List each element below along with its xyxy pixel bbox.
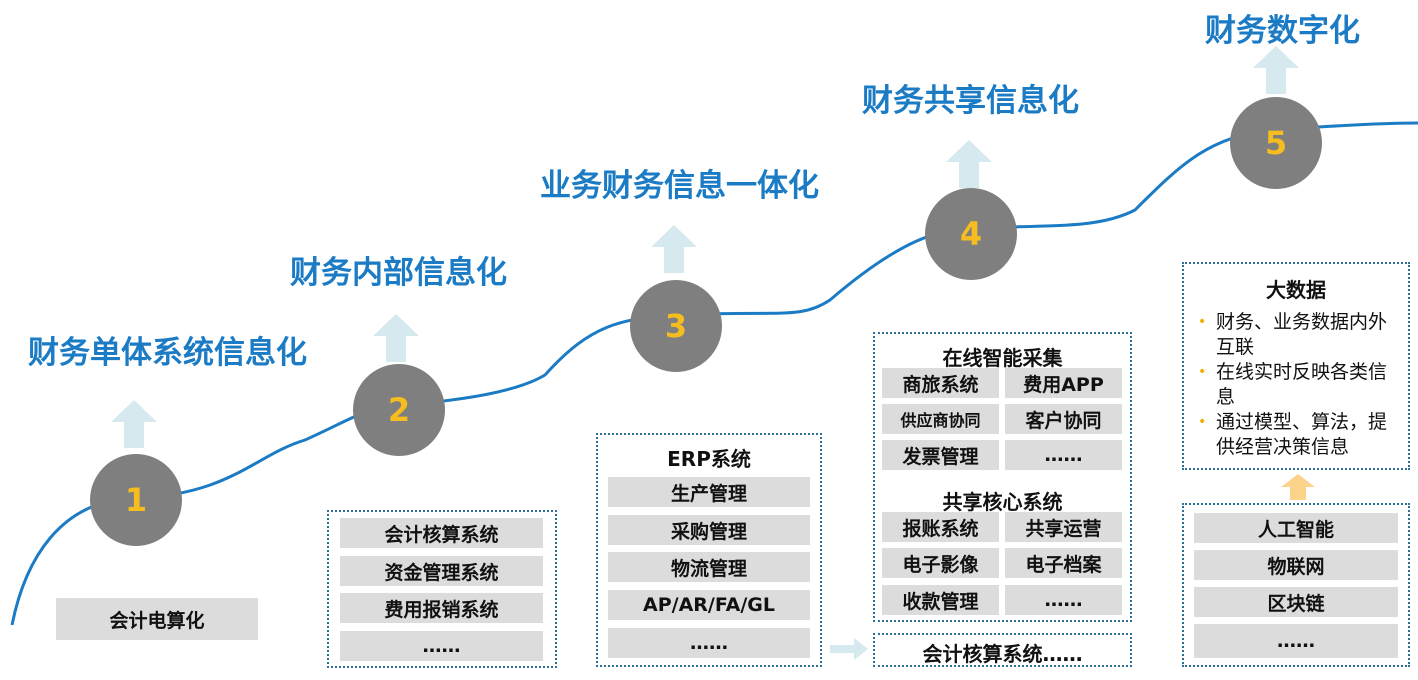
box3-item: AP/AR/FA/GL (608, 590, 810, 620)
box4-grid2-item: 电子档案 (1005, 548, 1122, 578)
stage-1-title: 财务单体系统信息化 (28, 335, 307, 371)
box4-grid1-item: 供应商协同 (882, 404, 999, 434)
box5-bottom-container (1182, 503, 1410, 667)
box2-item: …… (340, 631, 543, 661)
up-arrow-icon (651, 225, 697, 273)
box5-bullet-list: 财务、业务数据内外互联 在线实时反映各类信息 通过模型、算法，提供经营决策信息 (1196, 310, 1402, 460)
box4-bottom-text: 会计核算系统…… (922, 642, 1083, 666)
box4-header-core: 共享核心系统 (942, 490, 1063, 514)
stage-2-title: 财务内部信息化 (290, 255, 507, 291)
box3-header: ERP系统 (667, 447, 751, 471)
stage-3-circle: 3 (630, 280, 722, 372)
box3-item: …… (608, 628, 810, 658)
box5-top-header: 大数据 (1266, 278, 1326, 302)
box5-top-container (1182, 262, 1410, 470)
up-arrow-yellow-icon (1281, 474, 1315, 500)
stage-4-circle: 4 (925, 188, 1017, 280)
box2-container (327, 510, 557, 668)
box5-bullet-item: 财务、业务数据内外互联 (1196, 310, 1402, 360)
box4-grid2-item: …… (1005, 585, 1122, 615)
stage-5-title: 财务数字化 (1205, 13, 1360, 49)
right-arrow-icon (830, 638, 868, 660)
up-arrow-icon (946, 140, 992, 188)
box4-grid2-item: 收款管理 (882, 585, 999, 615)
box4-grid1-item: 费用APP (1005, 368, 1122, 398)
box5-item: 人工智能 (1194, 513, 1398, 543)
stage-5-circle: 5 (1230, 97, 1322, 189)
box4-grid2-item: 共享运营 (1005, 512, 1122, 542)
box3-item: 物流管理 (608, 552, 810, 582)
box4-bottom-container (873, 633, 1132, 667)
box3-container (596, 433, 822, 667)
stage-4-title: 财务共享信息化 (862, 83, 1079, 119)
stage-1-circle: 1 (90, 454, 182, 546)
box4-grid1-item: 发票管理 (882, 440, 999, 470)
stage-3-title: 业务财务信息一体化 (540, 168, 819, 204)
up-arrow-icon (1253, 46, 1299, 94)
box4-grid2-item: 报账系统 (882, 512, 999, 542)
box5-item: …… (1194, 624, 1398, 658)
box5-bullet-item: 通过模型、算法，提供经营决策信息 (1196, 410, 1402, 460)
box4-grid1-item: 客户协同 (1005, 404, 1122, 434)
box2-item: 费用报销系统 (340, 593, 543, 623)
box4-grid1-item: …… (1005, 440, 1122, 470)
box5-bullet-item: 在线实时反映各类信息 (1196, 360, 1402, 410)
box2-item: 会计核算系统 (340, 518, 543, 548)
box3-item: 采购管理 (608, 515, 810, 545)
box4-header-online: 在线智能采集 (942, 346, 1063, 370)
box5-item: 区块链 (1194, 587, 1398, 617)
box3-item: 生产管理 (608, 477, 810, 507)
box5-item: 物联网 (1194, 550, 1398, 580)
box4-container (873, 332, 1132, 622)
stage-2-circle: 2 (353, 364, 445, 456)
up-arrow-icon (111, 400, 157, 448)
box4-grid1-item: 商旅系统 (882, 368, 999, 398)
box2-item: 资金管理系统 (340, 556, 543, 586)
box1-item: 会计电算化 (56, 598, 258, 640)
up-arrow-icon (373, 314, 419, 362)
box4-grid2-item: 电子影像 (882, 548, 999, 578)
